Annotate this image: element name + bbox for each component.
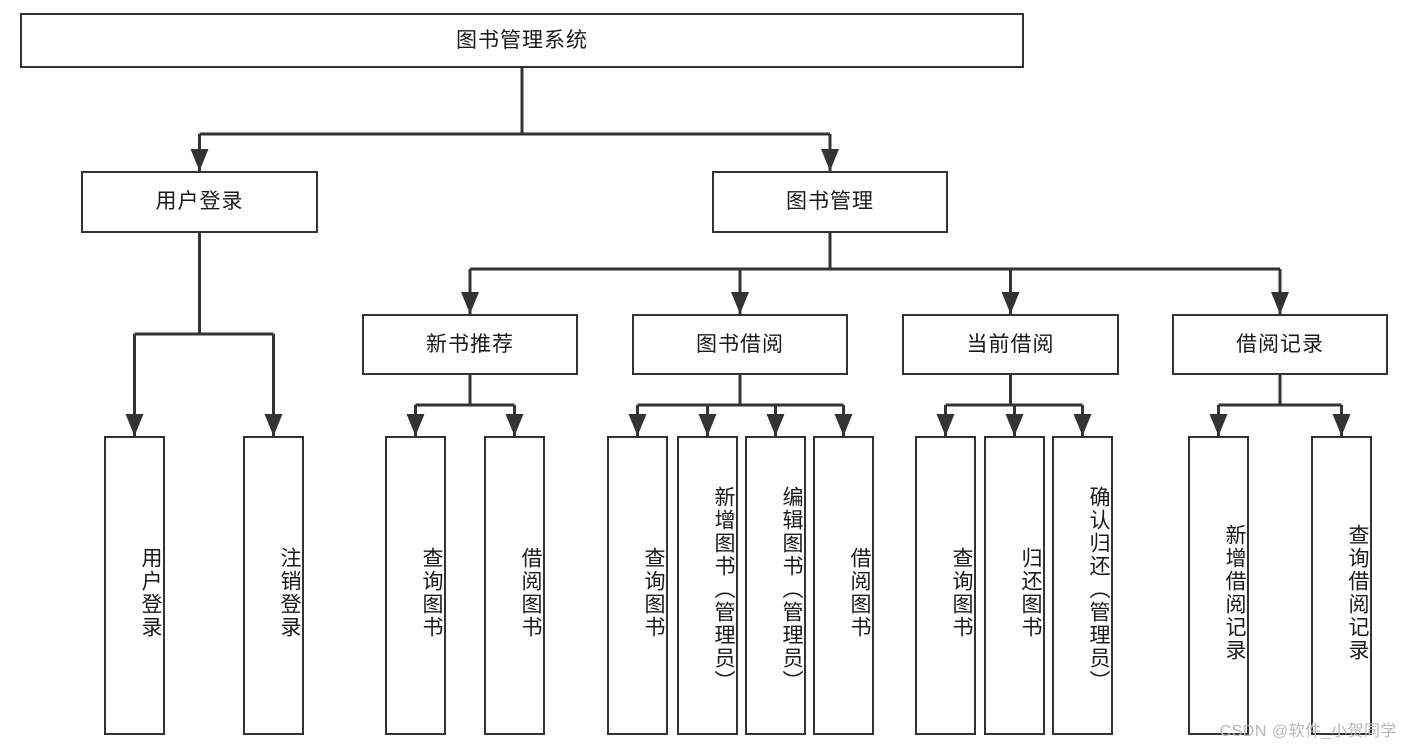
node-label: 借阅记录 <box>1236 332 1324 356</box>
node-leaf-edit-book[interactable]: 编辑图书（管理员） <box>745 436 806 735</box>
node-leaf-query-book-rec[interactable]: 查询图书 <box>385 436 446 735</box>
node-leaf-confirm-return[interactable]: 确认归还（管理员） <box>1052 436 1113 735</box>
node-leaf-add-record[interactable]: 新增借阅记录 <box>1188 436 1249 735</box>
node-leaf-add-book[interactable]: 新增图书（管理员） <box>677 436 738 735</box>
watermark: CSDN @软件_小贺同学 <box>1219 723 1397 740</box>
arrowhead-icon <box>125 414 144 436</box>
arrowhead-icon <box>821 149 839 171</box>
node-leaf-return-book[interactable]: 归还图书 <box>984 436 1045 735</box>
node-label: 借阅图书 <box>848 546 871 639</box>
arrowhead-icon <box>190 149 209 171</box>
node-leaf-query-book-borrow[interactable]: 查询图书 <box>607 436 668 735</box>
node-label: 借阅图书 <box>519 546 542 639</box>
node-leaf-user-login[interactable]: 用户登录 <box>104 436 165 735</box>
node-new-book-rec[interactable]: 新书推荐 <box>362 314 578 375</box>
node-label: 编辑图书（管理员） <box>780 486 803 693</box>
node-label: 查询图书 <box>950 546 973 639</box>
node-label: 查询借阅记录 <box>1346 523 1369 662</box>
arrowhead-icon <box>1332 414 1351 436</box>
node-leaf-query-book-current[interactable]: 查询图书 <box>915 436 976 735</box>
arrowhead-icon <box>731 292 749 314</box>
node-label: 用户登录 <box>155 190 244 214</box>
node-label: 图书借阅 <box>696 332 784 356</box>
node-label: 查询图书 <box>642 546 665 639</box>
node-user-login[interactable]: 用户登录 <box>81 171 318 233</box>
edge-group <box>133 68 1343 436</box>
node-label: 新书推荐 <box>426 332 514 356</box>
node-label: 新增借阅记录 <box>1223 523 1246 662</box>
arrowhead-icon <box>1271 292 1289 314</box>
node-label: 归还图书 <box>1019 546 1042 639</box>
arrowhead-icon <box>628 414 647 436</box>
arrowhead-icon <box>406 414 425 436</box>
arrowhead-icon <box>461 292 479 314</box>
arrowhead-icon <box>766 414 785 436</box>
node-label: 新增图书（管理员） <box>712 486 735 693</box>
node-book-borrow[interactable]: 图书借阅 <box>632 314 848 375</box>
arrowhead-icon <box>264 414 283 436</box>
arrowhead-icon <box>936 414 955 436</box>
node-label: 图书管理 <box>786 190 874 214</box>
node-leaf-borrow-book-rec[interactable]: 借阅图书 <box>484 436 545 735</box>
node-label: 确认归还（管理员） <box>1087 486 1110 693</box>
arrowhead-icon <box>505 414 524 436</box>
node-leaf-logout[interactable]: 注销登录 <box>243 436 304 735</box>
arrowhead-icon <box>698 414 717 436</box>
arrowhead-icon <box>834 414 853 436</box>
arrowhead-icon <box>1005 414 1024 436</box>
node-label: 查询图书 <box>420 546 443 639</box>
arrowhead-icon <box>1001 292 1020 314</box>
node-borrow-record[interactable]: 借阅记录 <box>1172 314 1388 375</box>
node-leaf-borrow-book[interactable]: 借阅图书 <box>813 436 874 735</box>
node-label: 注销登录 <box>278 546 301 639</box>
arrowhead-icon <box>1073 414 1092 436</box>
node-label: 当前借阅 <box>966 332 1055 356</box>
node-root[interactable]: 图书管理系统 <box>20 13 1024 68</box>
node-label: 图书管理系统 <box>456 28 588 52</box>
node-book-manage[interactable]: 图书管理 <box>712 171 948 233</box>
node-current-borrow[interactable]: 当前借阅 <box>902 314 1119 375</box>
arrowhead-icon <box>1209 414 1228 436</box>
node-label: 用户登录 <box>139 546 162 639</box>
node-leaf-query-record[interactable]: 查询借阅记录 <box>1311 436 1372 735</box>
